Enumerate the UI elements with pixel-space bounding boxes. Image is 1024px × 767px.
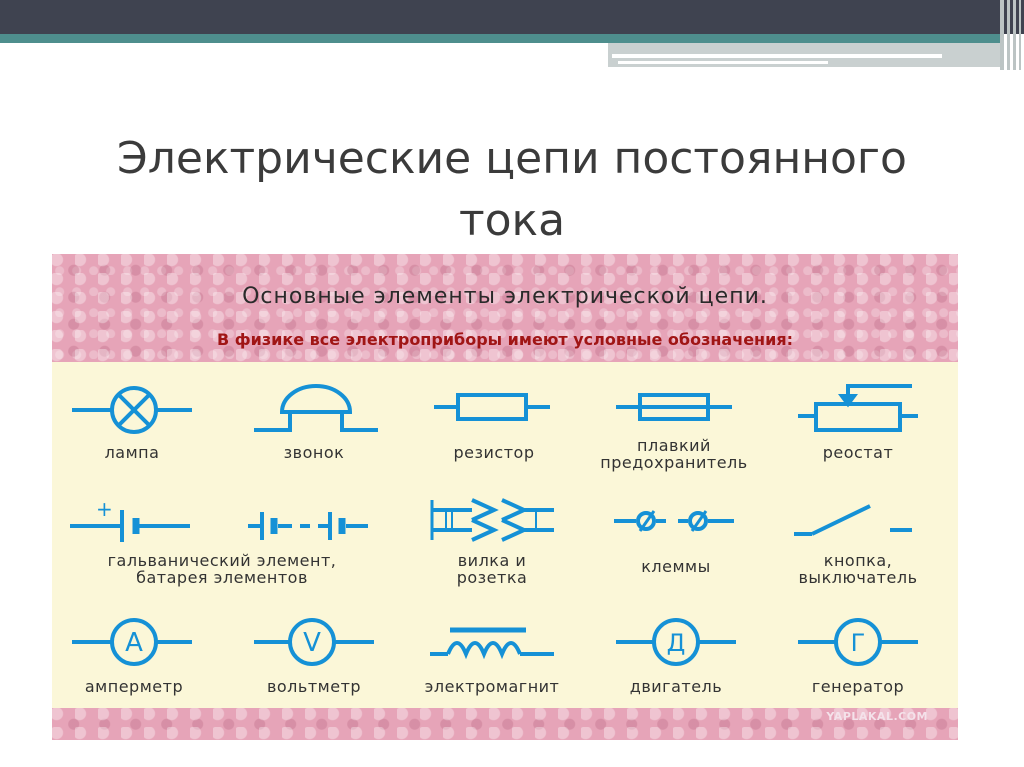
generator-icon: Г <box>798 618 918 666</box>
label-generator: генератор <box>811 677 905 696</box>
label-ammeter: амперметр <box>84 677 184 696</box>
galvanic-cell-icon: + <box>70 497 190 542</box>
figure-footer-band <box>52 708 958 740</box>
slide-title-line-1: Электрические цепи постоянного <box>117 133 907 184</box>
motor-icon: Д <box>616 618 736 666</box>
svg-text:Д: Д <box>667 629 686 657</box>
svg-text:Г: Г <box>851 629 866 657</box>
accent-line <box>618 61 828 64</box>
label-switch: кнопка, выключатель <box>798 551 918 587</box>
top-dark-bar <box>0 0 1024 34</box>
accent-line <box>612 54 942 58</box>
watermark: YAPLAKAL.COM <box>826 710 928 723</box>
rheostat-icon <box>798 384 918 432</box>
plug-socket-icon <box>430 498 554 542</box>
voltmeter-icon: V <box>254 618 374 666</box>
electromagnet-icon <box>430 627 554 660</box>
electrical-symbols-figure: Основные элементы электрической цепи. В … <box>52 254 958 740</box>
label-motor: двигатель <box>629 677 723 696</box>
label-resistor: резистор <box>453 443 535 462</box>
figure-subheading: В физике все электроприборы имеют условн… <box>217 330 793 349</box>
label-rheostat: реостат <box>822 443 894 462</box>
slide-title: Электрические цепи постоянного тока <box>0 128 1024 252</box>
vertical-stripes <box>1000 0 1021 70</box>
label-bell: звонок <box>283 443 345 462</box>
terminals-icon <box>614 510 734 532</box>
svg-text:V: V <box>303 628 321 658</box>
slide-title-line-2: тока <box>458 195 566 246</box>
label-voltmeter: вольтметр <box>266 677 362 696</box>
label-lamp: лампа <box>104 443 160 462</box>
label-electromagnet: электромагнит <box>424 677 560 696</box>
bell-icon <box>254 384 378 432</box>
resistor-icon <box>434 393 550 421</box>
label-galvanic-cell: гальванический элемент, батарея элементо… <box>107 551 337 587</box>
battery-icon <box>248 512 368 540</box>
label-plug-socket: вилка и розетка <box>456 551 528 587</box>
fuse-icon <box>616 393 732 421</box>
teal-accent-bar <box>0 34 1000 43</box>
ammeter-icon: А <box>72 618 192 666</box>
switch-icon <box>794 504 912 536</box>
figure-header-band <box>52 254 958 362</box>
label-terminals: клеммы <box>641 557 711 576</box>
svg-text:А: А <box>125 628 143 658</box>
lamp-icon <box>72 386 192 434</box>
label-fuse: плавкий предохранитель <box>600 436 748 472</box>
svg-text:+: + <box>96 497 113 521</box>
figure-heading: Основные элементы электрической цепи. <box>242 284 768 309</box>
